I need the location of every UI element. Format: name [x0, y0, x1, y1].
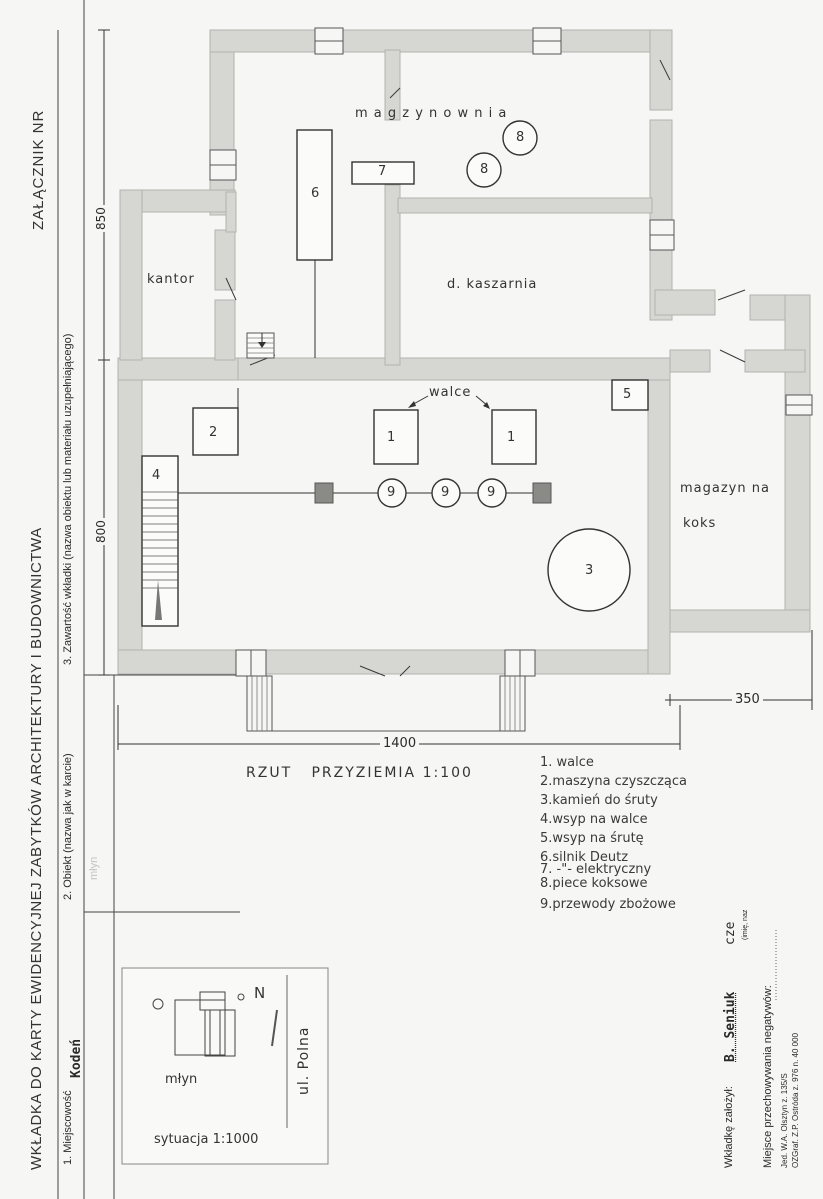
machine-number-9c: 9 — [487, 485, 497, 500]
situation-street-label: ul. Polna — [296, 1026, 312, 1095]
legend-item-4: 4.wsyp na walce — [540, 812, 648, 827]
machine-1-roller-b — [491, 409, 537, 465]
machine-number-2: 2 — [209, 425, 219, 440]
machine-number-5: 5 — [623, 387, 633, 402]
machine-number-6: 6 — [311, 186, 321, 201]
room-label-kaszarnia: d. kaszarnia — [447, 277, 538, 292]
dimension-800: 800 — [94, 518, 108, 545]
machine-7-motor — [351, 161, 415, 185]
machine-number-8b: 8 — [480, 162, 490, 177]
legend-item-1: 1. walce — [540, 755, 594, 770]
room-label-magazyn: magazyn na — [680, 481, 770, 496]
plan-title: RZUT PRZYZIEMIA 1:100 — [246, 765, 473, 781]
machine-number-9a: 9 — [387, 485, 397, 500]
machine-5-hopper — [611, 379, 649, 411]
machine-1-roller-a — [373, 409, 419, 465]
machine-number-4: 4 — [152, 468, 162, 483]
room-label-maszynownia: m a g z y n o w n i a — [355, 106, 508, 121]
machine-6-engine — [296, 129, 333, 261]
legend-item-6: 6.silnik Deutz — [540, 850, 629, 865]
legend-item-8: 8.piece koksowe — [540, 876, 648, 891]
machine-number-1b: 1 — [507, 430, 517, 445]
machine-8-furnace-a — [502, 120, 538, 156]
legend-item-2: 2.maszyna czyszcząca — [540, 774, 687, 789]
situation-caption: sytuacja 1:1000 — [154, 1132, 259, 1147]
machine-number-8a: 8 — [516, 130, 526, 145]
dimension-850: 850 — [94, 205, 108, 232]
walce-label: walce — [429, 385, 472, 400]
legend-item-9: 9.przewody zbożowe — [540, 897, 676, 912]
room-label-kantor: kantor — [147, 272, 195, 287]
machine-8-furnace-b — [466, 152, 502, 188]
north-arrow-icon: N — [254, 984, 267, 1002]
machine-number-9b: 9 — [441, 485, 451, 500]
room-label-koks: koks — [683, 516, 717, 531]
legend-item-7: 7. -"- elektryczny — [540, 862, 652, 877]
machine-9-conduit-b — [431, 478, 461, 508]
machine-number-3: 3 — [585, 563, 595, 578]
legend-item-5: 5.wsyp na śrutę — [540, 831, 644, 846]
machine-9-conduit-a — [377, 478, 407, 508]
dimension-1400: 1400 — [380, 736, 420, 751]
situation-building-label: młyn — [165, 1072, 198, 1087]
machine-2-cleaner — [192, 407, 239, 456]
machine-number-7: 7 — [378, 164, 388, 179]
legend-item-3: 3.kamień do śruty — [540, 793, 658, 808]
machine-3-millstone — [547, 528, 631, 612]
machine-4-stairs-hopper — [141, 455, 179, 627]
machine-number-1a: 1 — [387, 430, 397, 445]
machine-9-conduit-c — [477, 478, 507, 508]
dimension-350: 350 — [732, 692, 763, 707]
